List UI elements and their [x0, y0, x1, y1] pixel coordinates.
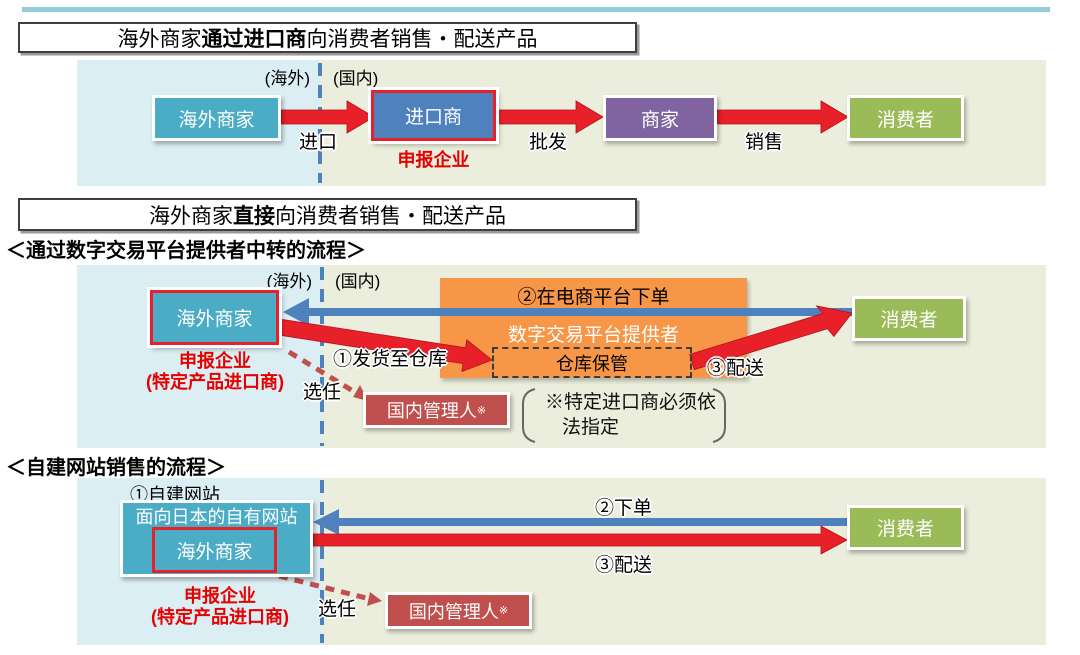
import-red-arrow	[280, 100, 375, 134]
domestic-region-label: (国内)	[335, 272, 381, 291]
section2-title-pre: 海外商家	[149, 204, 233, 228]
overseas-merchant-node: 海外商家	[152, 95, 281, 141]
order-step-label: ②下单	[595, 498, 653, 519]
note-right-bracket	[712, 388, 726, 443]
overseas-region-label: (海外)	[266, 272, 312, 291]
consumer-node: 消费者	[852, 296, 966, 341]
section1-arrow-layer	[280, 63, 849, 183]
special-importer-note-line1: ※特定进口商必须依	[545, 392, 717, 413]
consumer-node: 消费者	[847, 505, 964, 550]
declaring-company-caption-line2: (特定产品进口商)	[151, 607, 289, 627]
platform-flow-subtitle: ＜通过数字交易平台提供者中转的流程＞	[6, 240, 366, 262]
special-importer-note: ※特定进口商必须依 法指定	[545, 390, 723, 440]
section1-title-post: 向消费者销售・配送产品	[306, 27, 538, 51]
wholesale-red-arrow	[495, 100, 604, 134]
top-accent-bar	[22, 7, 1050, 12]
overseas-merchant-node: 海外商家	[152, 527, 277, 573]
section2-title-bold: 直接	[233, 204, 275, 228]
own-website-flow-subtitle: ＜自建网站销售的流程＞	[6, 457, 226, 479]
appoint-arrowhead	[367, 592, 382, 606]
declaring-company-caption-line1: 申报企业	[179, 351, 251, 371]
delivery-step-label: ③配送	[595, 555, 653, 576]
overseas-region-label: (海外)	[264, 69, 310, 88]
section1-title-bold: 通过进口商	[201, 27, 307, 51]
ship-to-warehouse-step-label: ①发货至仓库	[333, 349, 448, 370]
declaring-company-caption: 申报企业 (特定产品进口商)	[110, 586, 330, 628]
appoint-dashed-arrow	[287, 349, 360, 397]
domestic-manager-asterisk: ※	[498, 605, 509, 617]
section2-title-post: 向消费者销售・配送产品	[275, 204, 506, 228]
digital-platform-provider-label: 数字交易平台提供者	[507, 325, 679, 346]
order-on-platform-step-label: ②在电商平台下单	[517, 287, 670, 308]
importer-node: 进口商	[371, 90, 496, 141]
section1-flow-band: (海外) (国内) 海外商家 进口商 申报企业 商家 消费者 进口 批发 销售	[77, 60, 1046, 186]
importer-declaring-company-caption: 申报企业	[397, 150, 470, 170]
delivery-step-label: ③配送	[707, 358, 765, 379]
section2-title-box: 海外商家直接向消费者销售・配送产品	[18, 198, 637, 231]
warehouse-storage-box: 仓库保管	[492, 347, 692, 378]
order-blue-arrow	[313, 509, 847, 535]
delivery-red-arrow	[312, 525, 848, 555]
delivery-red-arrow	[689, 305, 853, 371]
consumer-node: 消费者	[847, 95, 964, 141]
domestic-manager-label: 国内管理人	[386, 401, 477, 421]
note-left-bracket	[522, 388, 536, 443]
import-arrow-label: 进口	[299, 132, 338, 153]
domestic-manager-label: 国内管理人	[408, 601, 499, 622]
appoint-label: 选任	[318, 599, 357, 620]
domestic-manager-asterisk: ※	[476, 404, 487, 417]
sale-arrow-label: 销售	[745, 132, 784, 153]
section3-arrow-layer	[278, 480, 848, 643]
section2-flow-band: (海外) (国内) ②在电商平台下单 数字交易平台提供者 仓库保管 海外商家 申…	[77, 265, 1046, 448]
section2-arrow-layer	[277, 267, 853, 446]
ship-to-warehouse-red-arrow	[277, 318, 493, 373]
overseas-merchant-node: 海外商家	[150, 290, 279, 345]
special-importer-note-line2: 法指定	[562, 417, 620, 438]
domestic-manager-node: 国内管理人※	[385, 592, 532, 629]
domestic-region-label: (国内)	[333, 69, 379, 88]
declaring-company-caption-line1: 申报企业	[184, 586, 256, 606]
sale-red-arrow	[716, 100, 849, 134]
domestic-manager-node: 国内管理人※	[363, 392, 510, 428]
declaring-company-caption: 申报企业 (特定产品进口商)	[105, 351, 325, 393]
section3-flow-band: ①自建网站 面向日本的自有网站 海外商家 申报企业 (特定产品进口商) ②下单 …	[77, 478, 1046, 645]
section1-title-box: 海外商家通过进口商向消费者销售・配送产品	[18, 22, 637, 53]
order-blue-arrow	[283, 298, 852, 326]
declaring-company-caption-line2: (特定产品进口商)	[146, 372, 284, 392]
wholesale-arrow-label: 批发	[529, 132, 568, 153]
merchant-node: 商家	[603, 95, 717, 141]
section1-title-pre: 海外商家	[117, 27, 202, 51]
appoint-label: 选任	[303, 382, 342, 403]
